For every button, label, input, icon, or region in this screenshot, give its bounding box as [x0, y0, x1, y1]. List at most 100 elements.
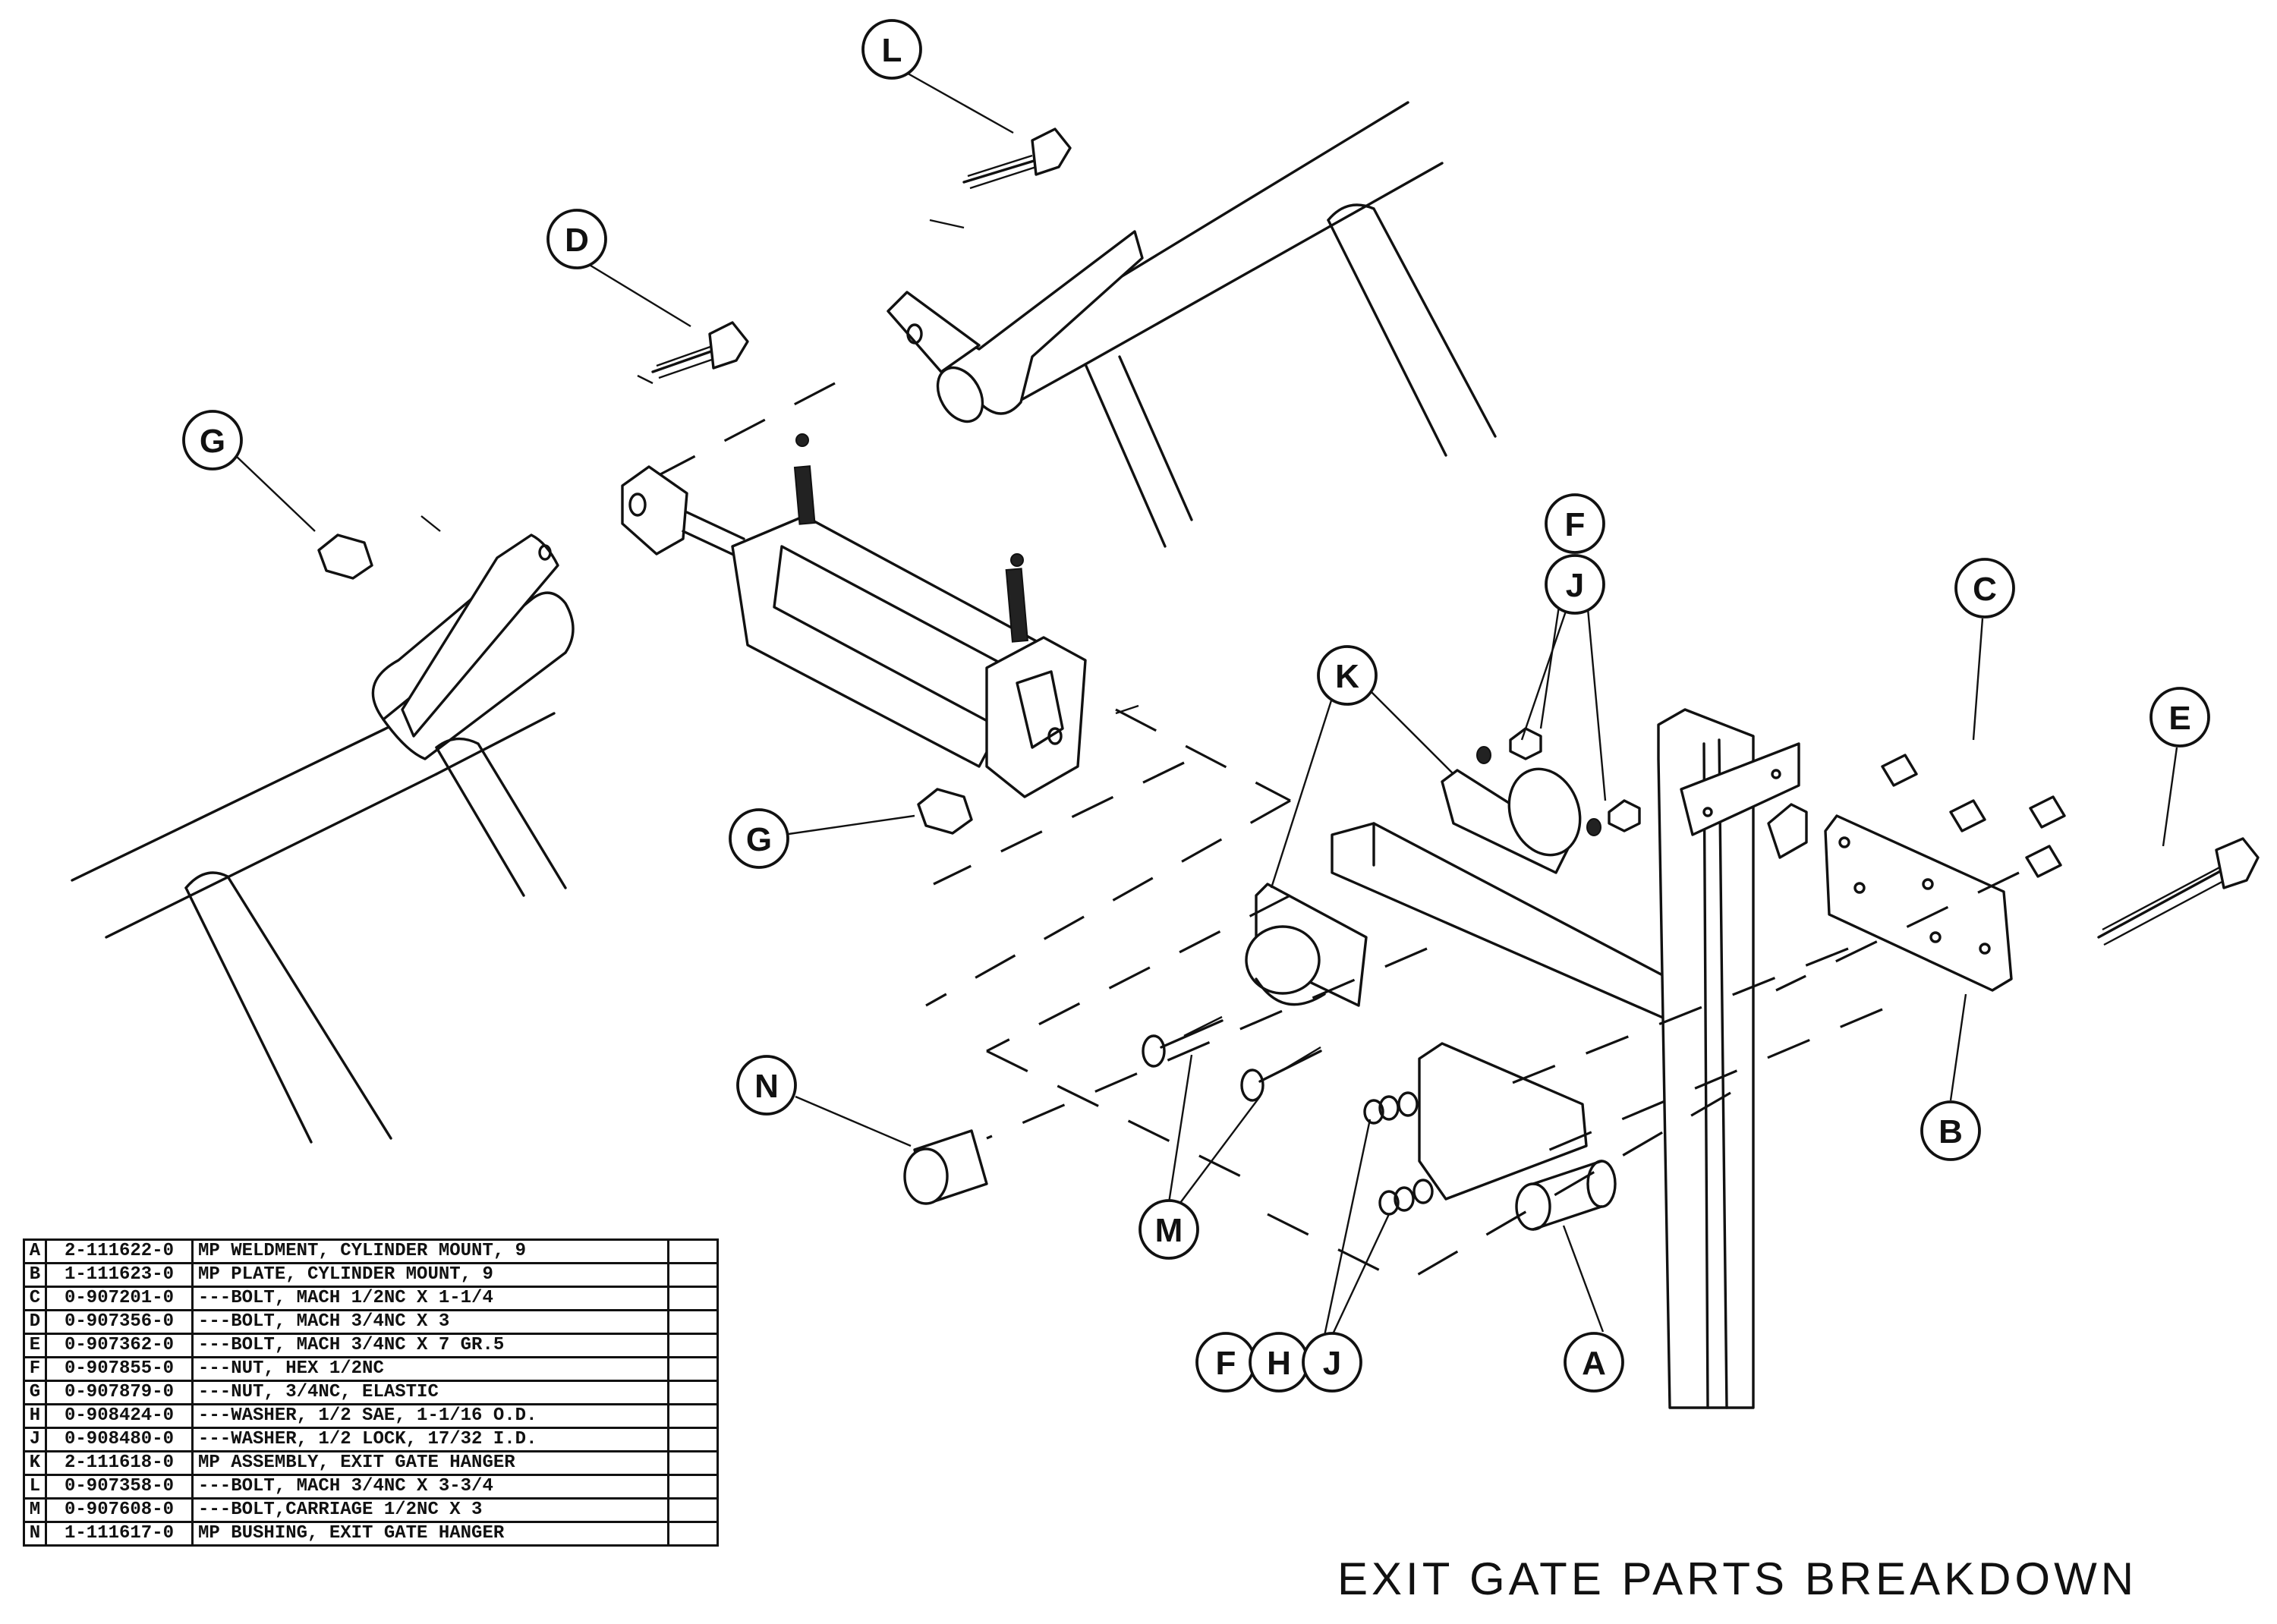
part-number: 0-908424-0 [45, 1403, 194, 1429]
part-letter: D [23, 1309, 47, 1335]
part-qty-cell [667, 1521, 719, 1547]
callout-b: B [1920, 1100, 1981, 1161]
callout-n-label: N [754, 1068, 779, 1105]
callout-h-bottom: H [1249, 1332, 1309, 1393]
assembly-center-lines [420, 219, 2020, 1284]
part-qty-cell [667, 1403, 719, 1429]
hanger-k-upper [1441, 767, 1582, 874]
part-qty-cell [667, 1450, 719, 1476]
hanger-tube-frame [1331, 708, 1808, 1409]
part-number: 1-111623-0 [45, 1262, 194, 1288]
part-description: MP PLATE, CYLINDER MOUNT, 9 [191, 1262, 669, 1288]
part-number: 0-907356-0 [45, 1309, 194, 1335]
part-number: 0-907879-0 [45, 1380, 194, 1405]
part-number: 0-907362-0 [45, 1333, 194, 1358]
callout-a-label: A [1582, 1345, 1606, 1382]
callout-f-bottom: F [1195, 1332, 1256, 1393]
part-number: 0-907358-0 [45, 1474, 194, 1500]
left-gate-frame [71, 533, 575, 1144]
part-description: ---NUT, HEX 1/2NC [191, 1356, 669, 1382]
callout-j-top: J [1545, 554, 1605, 615]
air-cylinder [621, 433, 1087, 798]
part-number: 2-111618-0 [45, 1450, 194, 1476]
cylinder-mount-weldment-a [1418, 1042, 1617, 1231]
part-description: ---BOLT, MACH 3/4NC X 3-3/4 [191, 1474, 669, 1500]
part-description: ---BOLT, MACH 1/2NC X 1-1/4 [191, 1286, 669, 1311]
part-number: 2-111622-0 [45, 1238, 194, 1264]
part-letter: L [23, 1474, 47, 1500]
part-letter: M [23, 1497, 47, 1523]
callout-e-label: E [2168, 700, 2190, 737]
callout-j-bottom: J [1302, 1332, 1362, 1393]
callout-b-label: B [1938, 1113, 1963, 1150]
callout-j-top-label: J [1566, 567, 1584, 604]
callout-f-bottom-label: F [1216, 1345, 1236, 1382]
part-letter: K [23, 1450, 47, 1476]
callout-a: A [1564, 1332, 1624, 1393]
bushing-n [903, 1129, 988, 1205]
callout-f-top-label: F [1565, 506, 1586, 543]
callout-c-label: C [1973, 571, 1997, 608]
part-letter: J [23, 1427, 47, 1452]
callout-g-mid-label: G [746, 821, 772, 858]
part-description: ---BOLT, MACH 3/4NC X 3 [191, 1309, 669, 1335]
bolts-and-nuts [317, 127, 2260, 1216]
part-qty-cell [667, 1333, 719, 1358]
part-qty-cell [667, 1474, 719, 1500]
part-qty-cell [667, 1286, 719, 1311]
part-description: MP BUSHING, EXIT GATE HANGER [191, 1521, 669, 1547]
callout-k-label: K [1335, 658, 1359, 695]
part-description: ---WASHER, 1/2 LOCK, 17/32 I.D. [191, 1427, 669, 1452]
callout-n: N [736, 1055, 797, 1116]
callout-c: C [1954, 558, 2015, 618]
part-description: ---WASHER, 1/2 SAE, 1-1/16 O.D. [191, 1403, 669, 1429]
part-number: 0-907608-0 [45, 1497, 194, 1523]
part-number: 0-907201-0 [45, 1286, 194, 1311]
part-description: MP WELDMENT, CYLINDER MOUNT, 9 [191, 1238, 669, 1264]
callout-j-bottom-label: J [1323, 1345, 1341, 1382]
callout-l: L [861, 19, 922, 80]
right-gate-frame [887, 101, 1497, 548]
hanger-k-lower [1245, 883, 1368, 1007]
part-letter: B [23, 1262, 47, 1288]
part-letter: E [23, 1333, 47, 1358]
part-qty-cell [667, 1309, 719, 1335]
callout-e: E [2149, 687, 2210, 747]
part-qty-cell [667, 1427, 719, 1452]
callout-g-top-label: G [200, 423, 225, 460]
part-qty-cell [667, 1262, 719, 1288]
callout-g-mid: G [729, 808, 789, 869]
part-qty-cell [667, 1497, 719, 1523]
part-letter: C [23, 1286, 47, 1311]
callout-g-top: G [182, 410, 243, 471]
page-title: EXIT GATE PARTS BREAKDOWN [1337, 1553, 2138, 1604]
callout-l-label: L [882, 32, 902, 69]
callout-f-top: F [1545, 493, 1605, 554]
part-number: 0-907855-0 [45, 1356, 194, 1382]
part-description: ---BOLT, MACH 3/4NC X 7 GR.5 [191, 1333, 669, 1358]
part-description: MP ASSEMBLY, EXIT GATE HANGER [191, 1450, 669, 1476]
part-letter: G [23, 1380, 47, 1405]
part-description: ---NUT, 3/4NC, ELASTIC [191, 1380, 669, 1405]
part-letter: F [23, 1356, 47, 1382]
callout-m: M [1138, 1199, 1199, 1260]
leader-lines [235, 63, 2178, 1336]
part-description: ---BOLT,CARRIAGE 1/2NC X 3 [191, 1497, 669, 1523]
part-qty-cell [667, 1356, 719, 1382]
callout-d-label: D [565, 222, 589, 259]
part-letter: N [23, 1521, 47, 1547]
callout-h-bottom-label: H [1267, 1345, 1291, 1382]
callout-k: K [1317, 645, 1378, 706]
